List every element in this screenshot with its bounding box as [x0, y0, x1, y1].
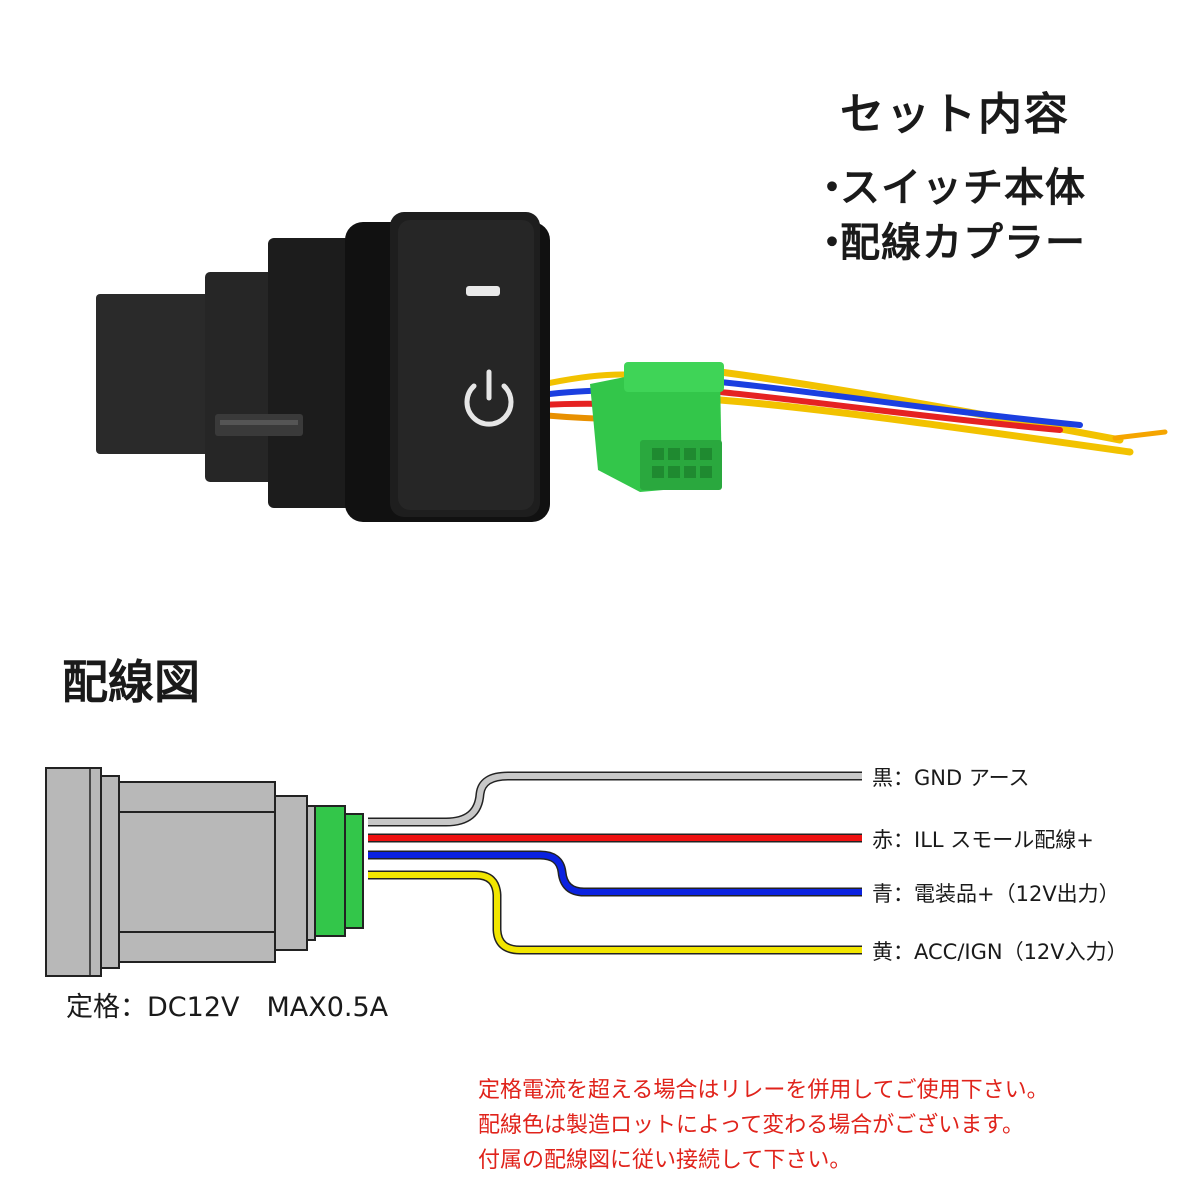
wire-label-blue: 青：電装品+（12V出力）	[872, 882, 1120, 906]
connector-schematic	[314, 805, 364, 937]
set-contents-title: セット内容	[840, 89, 1070, 140]
wire-blue	[368, 850, 862, 897]
power-icon	[464, 369, 514, 427]
note-line-2: 配線色は製造ロットによって変わる場合がございます。	[478, 1113, 1025, 1138]
note-line-3: 付属の配線図に従い接続して下さい。	[478, 1148, 852, 1173]
set-item-switch: ・スイッチ本体	[812, 155, 1086, 213]
green-connector	[590, 362, 724, 492]
bullet: ・	[812, 165, 853, 211]
set-item-coupler: ・配線カプラー	[812, 210, 1086, 268]
wire-black	[368, 771, 862, 827]
switch-body	[96, 212, 550, 522]
wire-label-red: 赤：ILL スモール配線+	[872, 828, 1094, 852]
switch-schematic	[45, 767, 316, 977]
set-item-label: スイッチ本体	[840, 165, 1086, 211]
diagram-title: 配線図	[62, 655, 200, 709]
product-wire-tails	[716, 368, 1168, 456]
wire-label-yellow: 黄：ACC/IGN（12V入力）	[872, 940, 1128, 964]
set-item-label: 配線カプラー	[840, 220, 1086, 266]
indicator-led	[466, 286, 500, 296]
bullet: ・	[812, 220, 853, 266]
product-photo	[96, 212, 1168, 522]
note-line-1: 定格電流を超える場合はリレーを併用してご使用下さい。	[478, 1078, 1049, 1103]
wire-label-black: 黒：GND アース	[872, 766, 1030, 790]
wire-yellow	[368, 870, 862, 955]
rating-text: 定格：DC12V MAX0.5A	[66, 992, 389, 1023]
